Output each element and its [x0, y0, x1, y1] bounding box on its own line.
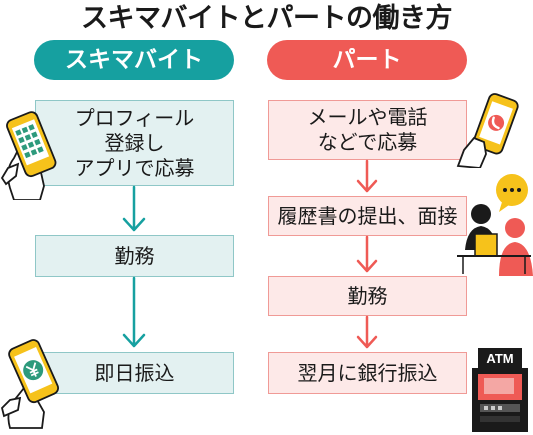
arrow-left-1 — [122, 185, 146, 232]
atm-label: ATM — [486, 351, 513, 366]
phone-call-icon — [456, 93, 519, 168]
part-step-apply: メールや電話 などで応募 — [268, 100, 467, 160]
sukimabaito-step-pay: 即日振込 — [35, 352, 234, 394]
phone-app-icon — [0, 111, 57, 200]
part-header: パート — [267, 40, 467, 80]
arrow-right-3 — [356, 315, 378, 349]
arrow-right-1 — [356, 159, 378, 193]
phone-yen-icon — [1, 339, 59, 429]
arrow-left-2 — [122, 276, 146, 348]
part-step-pay: 翌月に銀行振込 — [268, 352, 467, 394]
diagram-title: スキマバイトとパートの働き方 — [81, 3, 453, 34]
sukimabaito-step-apply: プロフィール 登録し アプリで応募 — [35, 100, 234, 186]
part-step-work: 勤務 — [268, 276, 467, 316]
atm-icon: ATM — [472, 348, 528, 432]
part-step-interview: 履歴書の提出、面接 — [268, 196, 467, 236]
sukimabaito-header: スキマバイト — [34, 40, 234, 80]
interview-icon — [457, 174, 533, 276]
sukimabaito-step-work: 勤務 — [35, 235, 234, 277]
arrow-right-2 — [356, 235, 378, 273]
